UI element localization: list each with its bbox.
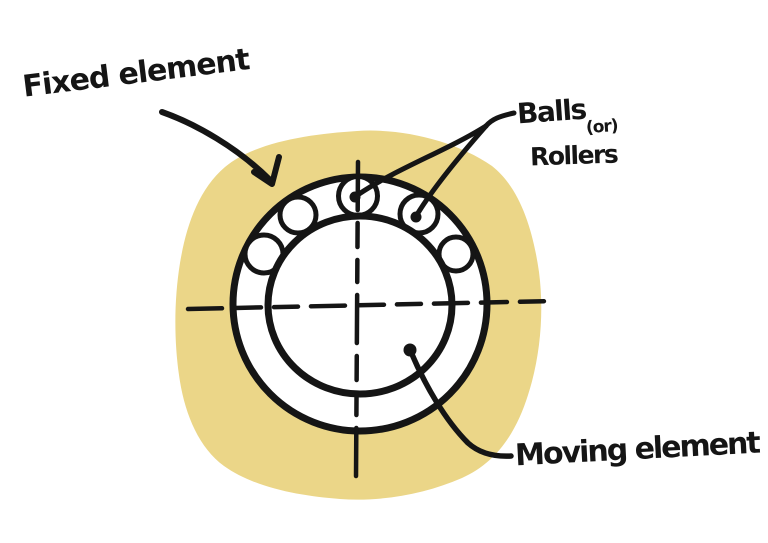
moving-element-leader (408, 349, 514, 459)
ball-pointer-dot-icon (349, 191, 361, 203)
fixed-element-arrow (159, 109, 273, 183)
ball-icon (277, 194, 319, 236)
centerline-vertical (353, 159, 361, 481)
centerline-horizontal (185, 298, 557, 312)
or-label: (or) (585, 115, 619, 139)
balls-leader-line-2 (415, 123, 489, 216)
ball-pointer-dot-icon (410, 211, 422, 223)
balls-leader-stub (483, 110, 517, 129)
balls-label: Balls (515, 92, 587, 131)
rollers-label: Rollers (529, 139, 618, 172)
moving-element-dot-icon (403, 343, 417, 357)
fixed-element-arrowhead-icon (251, 154, 282, 187)
balls-leader-line-1 (356, 123, 489, 197)
